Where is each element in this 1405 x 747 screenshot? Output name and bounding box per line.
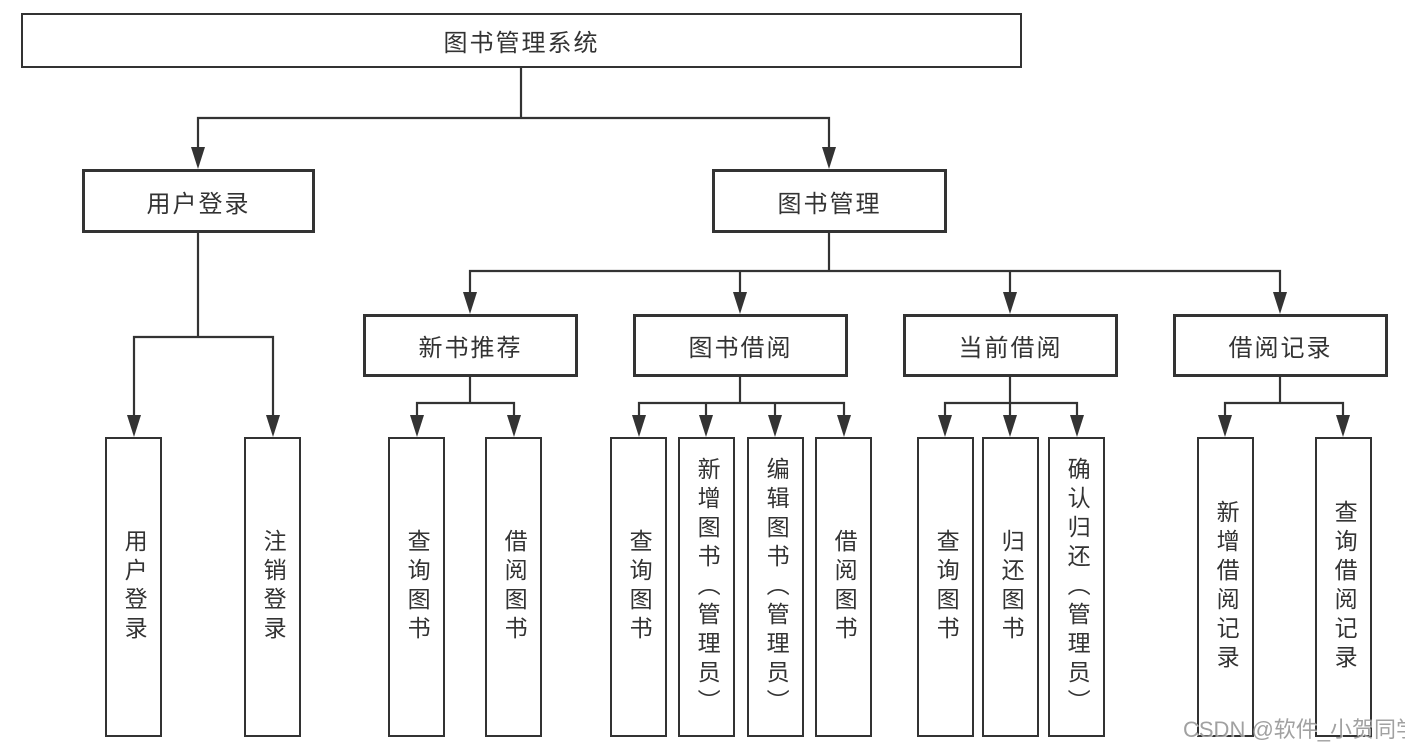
node-leaf-logout-label: 注销登录 bbox=[260, 529, 287, 645]
node-user-login: 用户登录 bbox=[82, 169, 315, 233]
node-rec-borrow-book: 借阅图书 bbox=[485, 437, 542, 737]
node-cur-return-book: 归还图书 bbox=[982, 437, 1039, 737]
node-borrow-records: 借阅记录 bbox=[1173, 314, 1388, 377]
node-borrow-records-label: 借阅记录 bbox=[1228, 335, 1333, 362]
node-book-borrow: 图书借阅 bbox=[633, 314, 848, 377]
node-bor-query-book-label: 查询图书 bbox=[626, 529, 653, 645]
node-root: 图书管理系统 bbox=[21, 13, 1022, 68]
node-bor-edit-book-label: 编辑图书（管理员） bbox=[763, 456, 790, 718]
node-book-manage-label: 图书管理 bbox=[777, 190, 882, 218]
node-bor-query-book: 查询图书 bbox=[610, 437, 667, 737]
node-bor-add-book-label: 新增图书（管理员） bbox=[694, 456, 721, 718]
node-rec-query-book-label: 查询图书 bbox=[404, 529, 431, 645]
arrowheads bbox=[127, 147, 1350, 437]
node-book-borrow-label: 图书借阅 bbox=[688, 335, 793, 362]
node-bor-edit-book: 编辑图书（管理员） bbox=[747, 437, 804, 737]
node-bor-add-book: 新增图书（管理员） bbox=[678, 437, 735, 737]
node-cur-confirm-return: 确认归还（管理员） bbox=[1048, 437, 1105, 737]
node-cur-confirm-return-label: 确认归还（管理员） bbox=[1064, 456, 1091, 718]
node-book-manage: 图书管理 bbox=[712, 169, 947, 233]
node-current-borrow-label: 当前借阅 bbox=[958, 335, 1063, 362]
node-records-add: 新增借阅记录 bbox=[1197, 437, 1254, 737]
node-cur-query-book: 查询图书 bbox=[917, 437, 974, 737]
node-cur-return-book-label: 归还图书 bbox=[998, 529, 1025, 645]
node-cur-query-book-label: 查询图书 bbox=[933, 529, 960, 645]
node-root-label: 图书管理系统 bbox=[443, 30, 600, 57]
node-new-book-recommend: 新书推荐 bbox=[363, 314, 578, 377]
node-leaf-logout: 注销登录 bbox=[244, 437, 301, 737]
node-rec-borrow-book-label: 借阅图书 bbox=[501, 529, 528, 645]
node-bor-borrow-book-label: 借阅图书 bbox=[831, 529, 858, 645]
node-records-query: 查询借阅记录 bbox=[1315, 437, 1372, 737]
node-leaf-user-login: 用户登录 bbox=[105, 437, 162, 737]
csdn-watermark: CSDN @软件_小贺同学 bbox=[1183, 717, 1405, 742]
node-rec-query-book: 查询图书 bbox=[388, 437, 445, 737]
node-records-add-label: 新增借阅记录 bbox=[1213, 500, 1240, 674]
node-new-book-recommend-label: 新书推荐 bbox=[418, 335, 523, 362]
node-current-borrow: 当前借阅 bbox=[903, 314, 1118, 377]
node-bor-borrow-book: 借阅图书 bbox=[815, 437, 872, 737]
node-user-login-label: 用户登录 bbox=[146, 190, 251, 218]
node-records-query-label: 查询借阅记录 bbox=[1331, 500, 1358, 674]
node-leaf-user-login-label: 用户登录 bbox=[121, 529, 148, 645]
